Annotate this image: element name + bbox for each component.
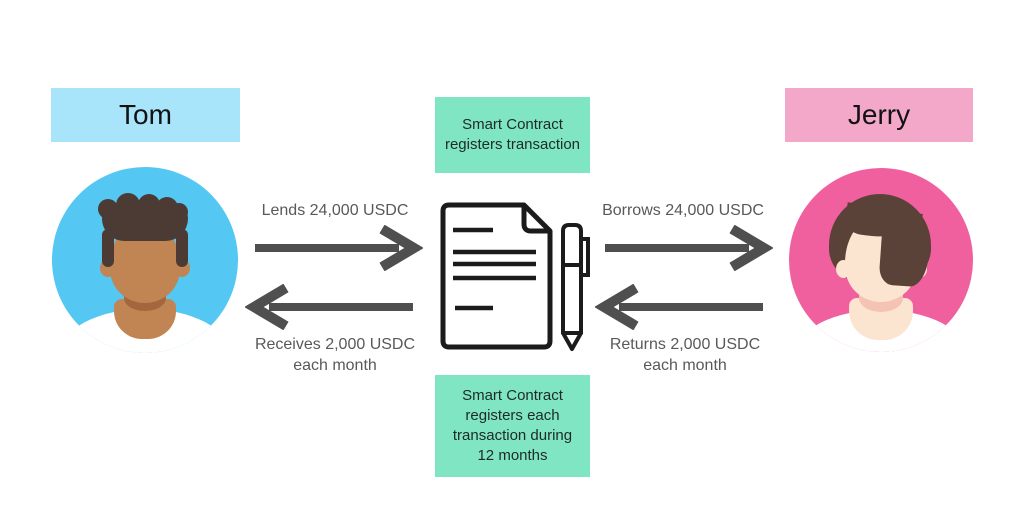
contract-document-with-pen-icon	[440, 202, 590, 351]
smart-contract-top-note: Smart Contract registers transaction	[435, 97, 590, 173]
lend-arrow-right-icon	[255, 225, 423, 271]
man-avatar-icon	[52, 167, 238, 353]
return-arrow-left-icon	[595, 284, 763, 330]
tom-hair-curl	[170, 203, 188, 221]
jerry-name-text: Jerry	[847, 99, 911, 130]
tom-name-text: Tom	[119, 99, 172, 130]
tom-hair-curl	[98, 199, 118, 219]
receive-arrow-left-icon	[245, 284, 413, 330]
smart-contract-top-note-text: Smart Contract registers transaction	[444, 116, 581, 153]
tom-hair-curl	[116, 193, 140, 217]
borrow-arrow-right-icon	[605, 225, 773, 271]
tom-hair-sideburn	[102, 229, 114, 267]
smart-contract-bottom-note: Smart Contract registers each transactio…	[435, 375, 590, 477]
smart-contract-bottom-note-text: Smart Contract registers each transactio…	[452, 387, 573, 464]
tom-name-label: Tom	[51, 88, 240, 142]
return-flow-line1: Returns 2,000 USDC	[609, 336, 761, 353]
woman-avatar-icon	[789, 168, 973, 352]
borrow-flow-label: Borrows 24,000 USDC	[602, 202, 764, 219]
lend-flow-label: Lends 24,000 USDC	[261, 202, 409, 219]
tom-hair-curl	[138, 194, 160, 216]
receive-flow-label: Receives 2,000 USDC each month	[245, 334, 425, 376]
tom-hair-sideburn	[176, 229, 188, 267]
jerry-name-label: Jerry	[785, 88, 973, 142]
receive-flow-line2: each month	[293, 357, 377, 374]
return-flow-line2: each month	[643, 357, 727, 374]
receive-flow-line1: Receives 2,000 USDC	[254, 336, 416, 353]
return-flow-label: Returns 2,000 USDC each month	[595, 334, 775, 376]
